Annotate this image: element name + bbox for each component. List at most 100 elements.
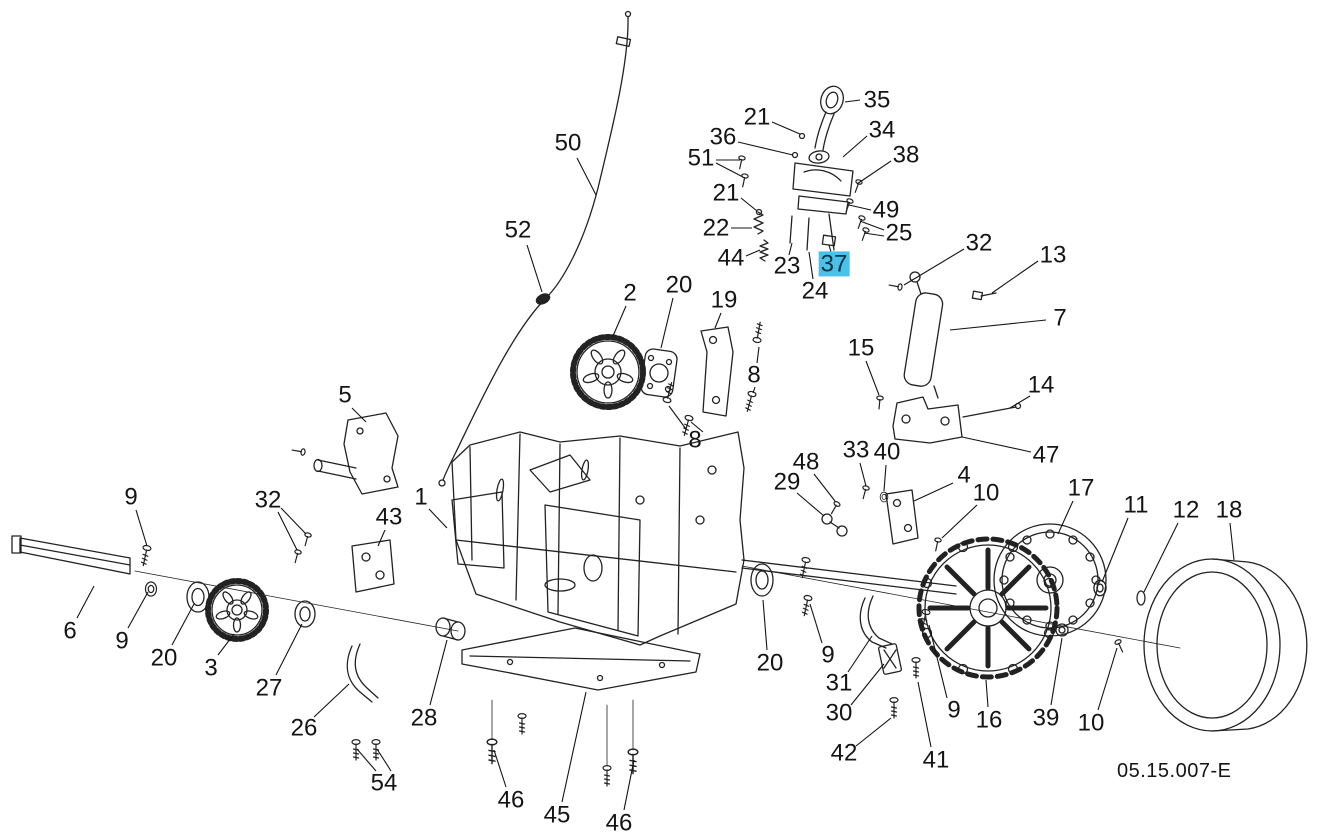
leader-line	[715, 162, 744, 178]
part-callout-3[interactable]: 3	[204, 654, 218, 682]
leader-line	[135, 509, 148, 547]
leader-line	[377, 529, 386, 547]
leader-line	[376, 748, 392, 772]
part-callout-44[interactable]: 44	[717, 244, 745, 272]
part-callout-1[interactable]: 1	[414, 483, 428, 511]
part-callout-9[interactable]: 9	[821, 641, 835, 669]
part-callout-9[interactable]: 9	[124, 483, 138, 511]
control-lever-assembly	[735, 85, 871, 262]
leader-line	[127, 591, 149, 629]
part-callout-28[interactable]: 28	[410, 704, 438, 732]
part-callout-20[interactable]: 20	[756, 649, 784, 677]
part-callout-41[interactable]: 41	[922, 746, 950, 774]
part-callout-32[interactable]: 32	[965, 229, 993, 257]
leader-line	[762, 599, 768, 651]
part-callout-5[interactable]: 5	[338, 381, 352, 409]
leader-line	[796, 492, 825, 517]
part-callout-38[interactable]: 38	[892, 141, 920, 169]
small-right-parts	[1055, 579, 1146, 654]
leader-line	[788, 242, 793, 256]
part-callout-31[interactable]: 31	[825, 669, 853, 697]
part-callout-8[interactable]: 8	[688, 426, 702, 454]
part-callout-42[interactable]: 42	[830, 739, 858, 767]
part-callout-30[interactable]: 30	[825, 699, 853, 727]
bracket-5	[290, 412, 399, 495]
part-callout-22[interactable]: 22	[702, 214, 730, 242]
part-callout-10[interactable]: 10	[1077, 709, 1105, 737]
part-callout-51[interactable]: 51	[687, 144, 715, 172]
bracket-43	[291, 531, 395, 593]
part-callout-47[interactable]: 47	[1032, 441, 1060, 469]
leader-line	[859, 462, 867, 487]
leader-line	[561, 691, 587, 803]
leader-line	[356, 748, 377, 772]
leader-line	[813, 473, 836, 502]
part-callout-29[interactable]: 29	[773, 468, 801, 496]
leader-line	[1229, 522, 1235, 561]
leader-line	[859, 220, 885, 231]
leader-line	[1143, 522, 1179, 593]
part-callout-40[interactable]: 40	[873, 438, 901, 466]
leader-line	[668, 405, 687, 430]
part-callout-54[interactable]: 54	[370, 769, 398, 797]
leader-line	[856, 160, 892, 185]
part-callout-14[interactable]: 14	[1027, 371, 1055, 399]
part-callout-20[interactable]: 20	[665, 271, 693, 299]
part-callout-43[interactable]: 43	[375, 503, 403, 531]
part-callout-12[interactable]: 12	[1172, 496, 1200, 524]
part-callout-15[interactable]: 15	[847, 334, 875, 362]
part-callout-21[interactable]: 21	[743, 103, 771, 131]
part-callout-49[interactable]: 49	[872, 196, 900, 224]
leader-line	[351, 407, 367, 423]
main-frame	[451, 431, 745, 646]
leader-line	[865, 360, 880, 396]
part-callout-21[interactable]: 21	[712, 179, 740, 207]
part-callout-2[interactable]: 2	[623, 279, 637, 307]
part-callout-18[interactable]: 18	[1215, 496, 1243, 524]
part-callout-11[interactable]: 11	[1123, 491, 1149, 519]
part-callout-17[interactable]: 17	[1067, 474, 1095, 502]
leader-line	[941, 504, 978, 539]
part-callout-32[interactable]: 32	[254, 486, 282, 514]
part-callout-6[interactable]: 6	[63, 617, 77, 645]
part-callout-33[interactable]: 33	[842, 436, 870, 464]
part-callout-35[interactable]: 35	[863, 86, 891, 114]
part-callout-26[interactable]: 26	[290, 714, 318, 742]
part-callout-36[interactable]: 36	[709, 123, 737, 151]
part-callout-23[interactable]: 23	[773, 252, 801, 280]
part-callout-9[interactable]: 9	[947, 696, 961, 724]
part-callout-46[interactable]: 46	[605, 809, 633, 837]
part-callout-13[interactable]: 13	[1039, 241, 1067, 269]
leader-line	[842, 135, 868, 158]
part-callout-34[interactable]: 34	[868, 116, 896, 144]
part-callout-48[interactable]: 48	[792, 448, 820, 476]
part-callout-9[interactable]: 9	[115, 627, 129, 655]
part-callout-16[interactable]: 16	[975, 706, 1003, 734]
leader-line	[828, 244, 832, 253]
leader-line	[313, 683, 350, 718]
part-callout-7[interactable]: 7	[1053, 304, 1067, 332]
part-callout-37[interactable]: 37	[818, 250, 850, 278]
part-callout-20[interactable]: 20	[150, 644, 178, 672]
leader-line	[1097, 647, 1118, 711]
part-callout-19[interactable]: 19	[710, 286, 738, 314]
leader-line	[949, 319, 1047, 331]
leader-line	[903, 248, 965, 286]
part-callout-50[interactable]: 50	[554, 129, 582, 157]
part-callout-27[interactable]: 27	[255, 674, 283, 702]
part-callout-8[interactable]: 8	[747, 361, 761, 389]
part-callout-24[interactable]: 24	[801, 277, 829, 305]
leader-line	[848, 204, 872, 211]
bracket-19	[661, 320, 765, 438]
part-callout-52[interactable]: 52	[504, 216, 532, 244]
part-callout-25[interactable]: 25	[885, 219, 913, 247]
part-callout-4[interactable]: 4	[957, 461, 971, 489]
part-callout-46[interactable]: 46	[497, 786, 525, 814]
part-callout-45[interactable]: 45	[543, 801, 571, 829]
leader-line	[612, 305, 627, 337]
part-callout-10[interactable]: 10	[972, 479, 1000, 507]
leader-line	[850, 663, 885, 706]
part-callout-39[interactable]: 39	[1032, 704, 1060, 732]
